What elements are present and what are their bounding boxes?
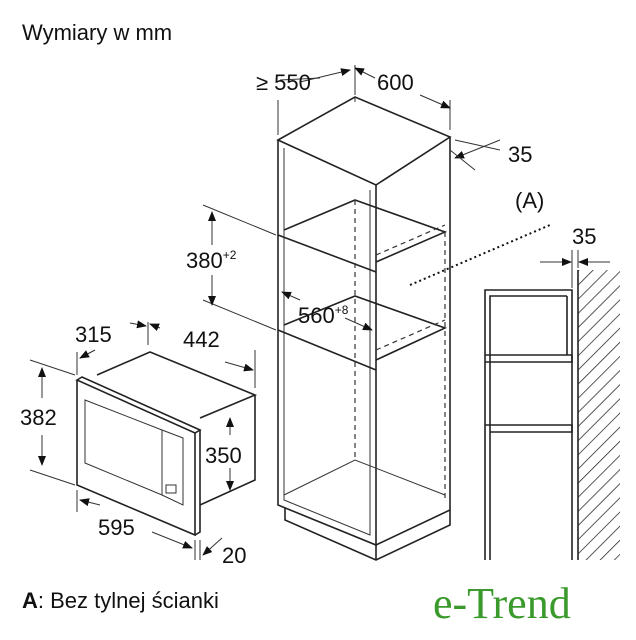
- footnote: A: Bez tylnej ścianki: [22, 588, 219, 613]
- microwave: [75, 351, 258, 537]
- dim-mw-body-height: 350: [205, 443, 242, 468]
- title: Wymiary w mm: [22, 20, 172, 45]
- dim-niche-width: 560+8: [298, 303, 349, 328]
- dim-cabinet-offset: 35: [508, 142, 532, 167]
- callout-a: (A): [515, 188, 544, 213]
- dim-mw-body-width: 442: [183, 327, 220, 352]
- tall-cabinet: [276, 96, 452, 561]
- dim-mw-frame: 20: [222, 543, 246, 568]
- etrend-logo: e-Trend: [433, 579, 571, 628]
- side-view: [484, 250, 620, 560]
- dim-mw-depth: 315: [75, 322, 112, 347]
- dim-cabinet-depth: ≥ 550: [256, 70, 311, 95]
- dim-mw-width: 595: [98, 515, 135, 540]
- dim-mw-height: 382: [20, 405, 57, 430]
- dim-wall-gap: 35: [572, 224, 596, 249]
- dim-niche-height: 380+2: [186, 248, 237, 273]
- dim-cabinet-width: 600: [377, 70, 414, 95]
